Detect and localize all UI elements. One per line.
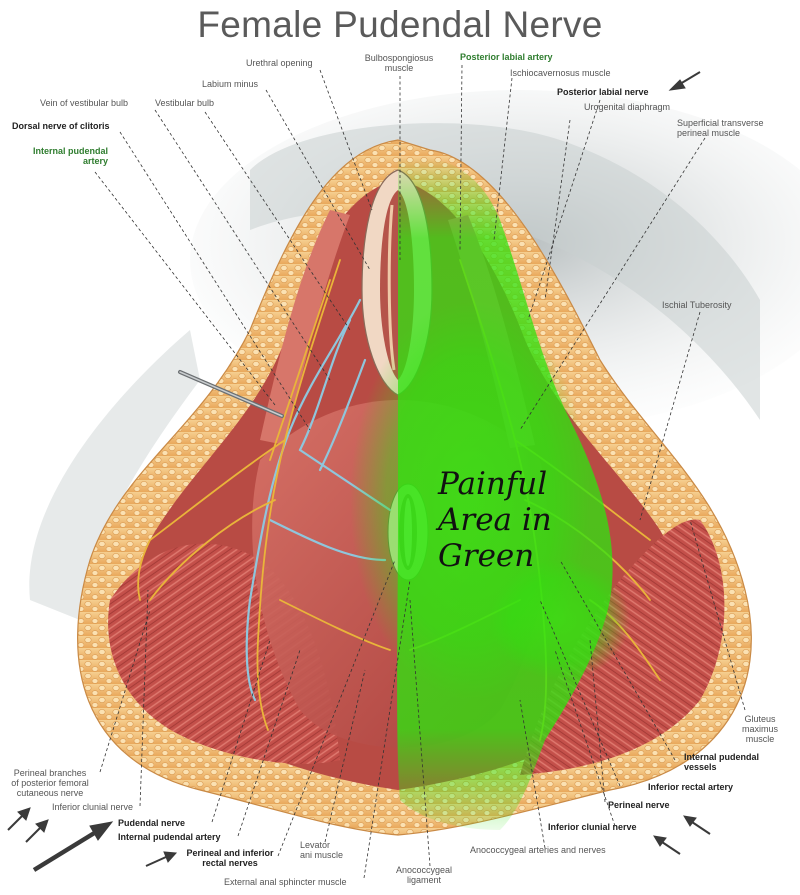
pointer-arrows bbox=[7, 71, 711, 872]
left-ischiocavernosus bbox=[260, 210, 350, 445]
label-internal-pudendal-vessels-line-2: vessels bbox=[684, 762, 717, 772]
label-internal-pudendal-vessels: Internal pudendal vessels bbox=[684, 752, 759, 772]
label-bulbospongiosus-line-2: muscle bbox=[384, 63, 414, 73]
label-posterior-labial-nerve: Posterior labial nerve bbox=[557, 87, 649, 97]
arrow-perineal-inferior-rectal bbox=[145, 851, 178, 867]
arrow-pudendal-nerve bbox=[32, 821, 114, 872]
label-superficial-transverse: Superficial transverse perineal muscle bbox=[677, 118, 764, 138]
arrow-perineal-branches bbox=[7, 807, 31, 831]
arrow-inferior-clunial-right bbox=[653, 835, 681, 855]
label-levator-ani: Levator ani muscle bbox=[300, 840, 343, 860]
label-levator-ani-line-1: Levator bbox=[300, 840, 331, 850]
label-gluteus-maximus-line-1: Gluteus bbox=[744, 714, 776, 724]
label-perineal-nerve: Perineal nerve bbox=[608, 800, 670, 810]
label-ischiocavernosus: Ischiocavernosus muscle bbox=[510, 68, 611, 78]
arrow-inferior-clunial-left bbox=[25, 819, 49, 843]
label-internal-pudendal-vessels-line-1: Internal pudendal bbox=[684, 752, 760, 762]
label-vein-vestibular-bulb: Vein of vestibular bulb bbox=[40, 98, 129, 108]
label-superficial-transverse-line-2: perineal muscle bbox=[677, 128, 741, 138]
label-vestibular-bulb: Vestibular bulb bbox=[155, 98, 215, 108]
label-anococcygeal-ligament-line-2: ligament bbox=[406, 875, 442, 885]
arrow-perineal-nerve bbox=[683, 815, 711, 835]
label-gluteus-maximus-line-3: muscle bbox=[745, 734, 775, 744]
label-anococcygeal-ligament-line-1: Anococcygeal bbox=[395, 865, 453, 875]
label-ischial-tuberosity: Ischial Tuberosity bbox=[662, 300, 732, 310]
label-posterior-labial-artery: Posterior labial artery bbox=[460, 52, 553, 62]
page-title: Female Pudendal Nerve bbox=[197, 4, 603, 45]
label-labium-minus: Labium minus bbox=[202, 79, 259, 89]
label-internal-pudendal-artery-bottom: Internal pudendal artery bbox=[118, 832, 221, 842]
label-internal-pudendal-artery-top: Internal pudendal artery bbox=[16, 146, 108, 166]
label-dorsal-nerve-clitoris: Dorsal nerve of clitoris bbox=[12, 121, 110, 131]
label-internal-pudendal-artery-top-line-1: Internal pudendal bbox=[32, 146, 108, 156]
label-urethral-opening: Urethral opening bbox=[246, 58, 313, 68]
label-perineal-branches-line-3: cutaneous nerve bbox=[16, 788, 84, 798]
arrow-posterior-labial-nerve bbox=[668, 71, 701, 91]
label-inferior-rectal-artery: Inferior rectal artery bbox=[648, 782, 734, 792]
label-perineal-branches-line-2: of posterior femoral bbox=[11, 778, 89, 788]
leader-lines bbox=[94, 64, 746, 879]
label-superficial-transverse-line-1: Superficial transverse bbox=[677, 118, 764, 128]
painful-caption-line-3: Green bbox=[438, 538, 535, 574]
label-perineal-inferior-rectal-line-1: Perineal and inferior bbox=[186, 848, 274, 858]
painful-caption-line-1: Painful bbox=[438, 466, 548, 502]
label-gluteus-maximus: Gluteus maximus muscle bbox=[730, 714, 790, 744]
label-anococcygeal-ligament: Anococcygeal ligament bbox=[386, 865, 462, 885]
label-external-anal-sphincter: External anal sphincter muscle bbox=[224, 877, 347, 887]
label-anococcygeal-arteries-nerves: Anococcygeal arteries and nerves bbox=[470, 845, 606, 855]
label-inferior-clunial-nerve-left: Inferior clunial nerve bbox=[52, 802, 134, 812]
label-urogenital-diaphragm: Urogenital diaphragm bbox=[584, 102, 671, 112]
label-gluteus-maximus-line-2: maximus bbox=[741, 724, 778, 734]
label-internal-pudendal-artery-top-line-2: artery bbox=[82, 156, 108, 166]
label-perineal-branches-line-1: Perineal branches bbox=[13, 768, 87, 778]
label-levator-ani-line-2: ani muscle bbox=[300, 850, 344, 860]
label-bulbospongiosus-line-1: Bulbospongiosus bbox=[364, 53, 434, 63]
label-perineal-inferior-rectal-nerves: Perineal and inferior rectal nerves bbox=[176, 848, 284, 868]
painful-caption-line-2: Area in bbox=[438, 502, 552, 538]
label-bulbospongiosus: Bulbospongiosus muscle bbox=[354, 53, 444, 73]
label-perineal-inferior-rectal-line-2: rectal nerves bbox=[202, 858, 258, 868]
label-pudendal-nerve: Pudendal nerve bbox=[118, 818, 186, 828]
painful-area-caption: Painful Area in Green bbox=[438, 466, 552, 574]
label-inferior-clunial-nerve-right: Inferior clunial nerve bbox=[548, 822, 637, 832]
label-perineal-branches: Perineal branches of posterior femoral c… bbox=[2, 768, 98, 798]
